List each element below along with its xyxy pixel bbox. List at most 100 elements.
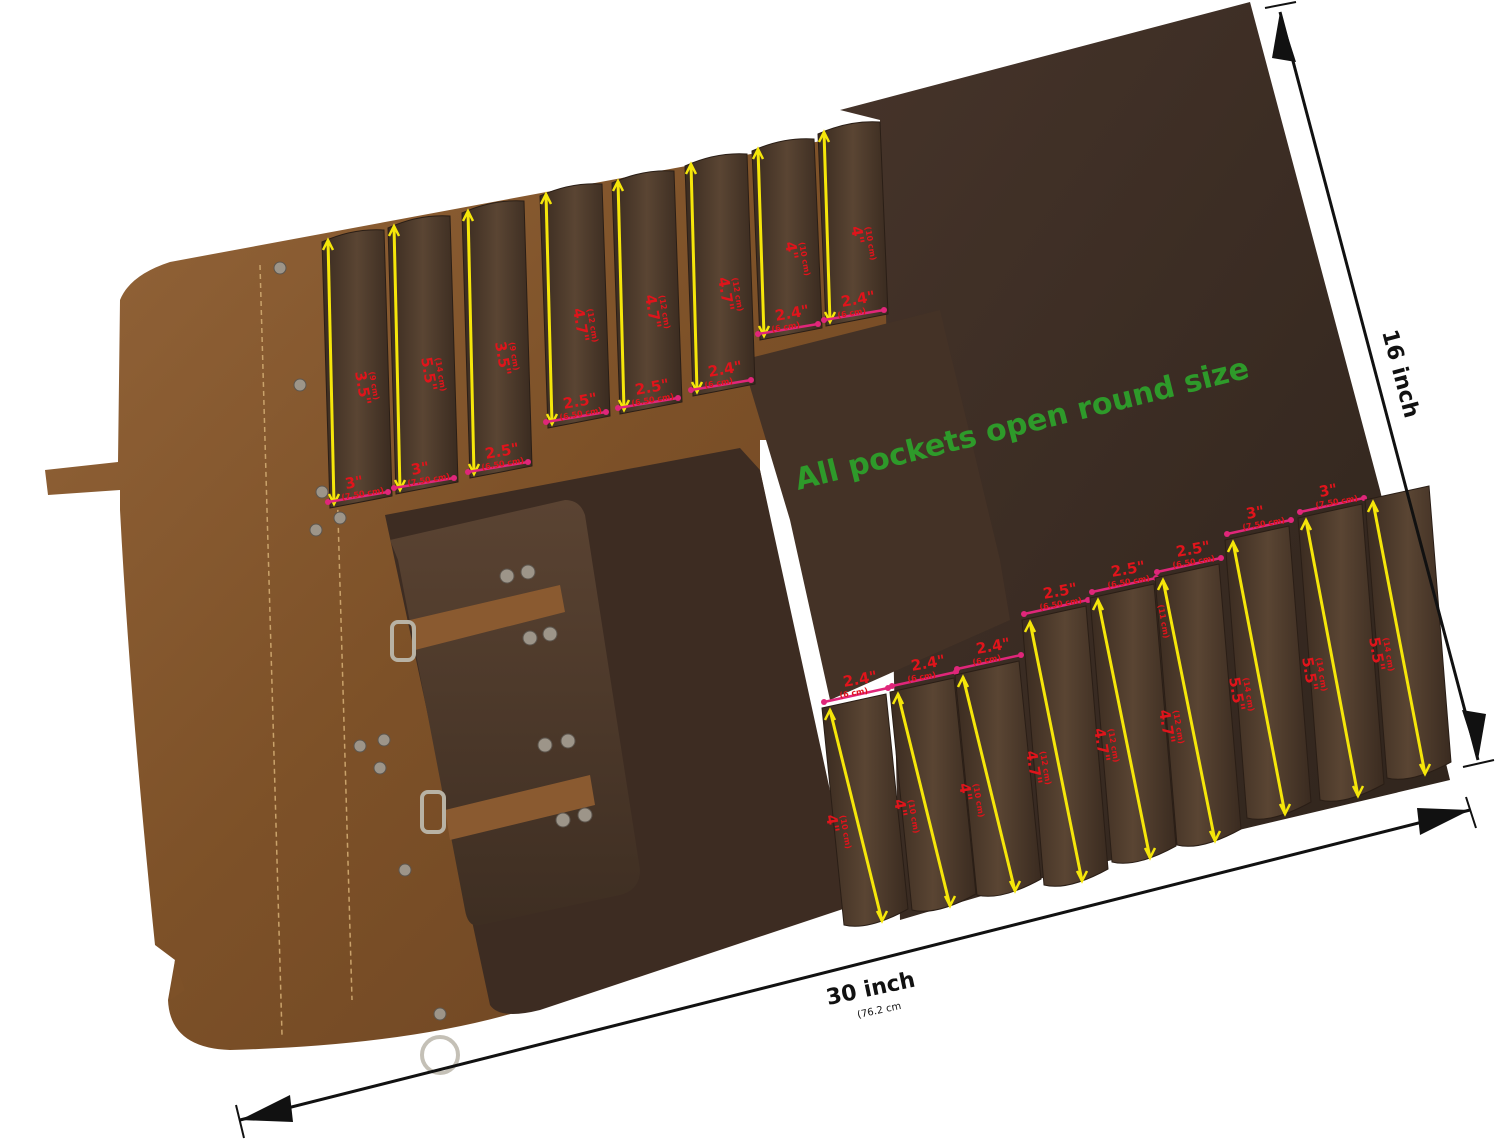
- buckle-bottom: [420, 790, 446, 834]
- top-opening-end: [615, 405, 621, 411]
- top-length-label: 3.5": [491, 340, 515, 377]
- bottom-length-arrow: [1299, 517, 1313, 531]
- bottom-length-arrow: [956, 674, 970, 688]
- top-length-label: 3.5": [351, 370, 375, 407]
- top-opening-end: [465, 469, 471, 475]
- top-length-label: 4.7": [641, 293, 665, 330]
- middle-flap: [742, 310, 1010, 700]
- top-opening-line: [617, 396, 679, 410]
- top-length-arrow: [751, 146, 765, 160]
- bottom-opening-line: [823, 686, 889, 704]
- top-opening-end: [451, 475, 457, 481]
- bottom-opening-end: [1018, 652, 1024, 658]
- top-opening-label: 3": [344, 472, 365, 493]
- bottom-length-line: [828, 709, 884, 922]
- bottom-length-arrow: [1008, 880, 1022, 894]
- bottom-opening-end: [1288, 517, 1294, 523]
- bottom-pocket-row: 4"(10 cm)2.4"(6 cm)4"(10 cm)2.4"(6 cm)4"…: [821, 480, 1452, 927]
- bottom-length-label: 4.7": [1022, 749, 1046, 786]
- bottom-pocket: [1224, 525, 1312, 820]
- strap-tab: [170, 960, 185, 1000]
- bottom-opening-line: [1156, 556, 1222, 574]
- top-opening-label: 2.4": [707, 357, 744, 381]
- top-pocket: [611, 170, 683, 415]
- bottom-length-label: 4": [955, 782, 976, 803]
- top-opening-end: [688, 387, 694, 393]
- top-opening-end: [391, 485, 397, 491]
- top-opening-end: [755, 331, 761, 337]
- bottom-length-arrow: [891, 691, 905, 705]
- bottom-opening-line: [956, 653, 1022, 671]
- top-length-line: [326, 239, 336, 505]
- top-length-arrow: [387, 223, 401, 237]
- bottom-opening-label: 2.5": [1042, 579, 1079, 603]
- bottom-pocket: [1089, 583, 1177, 864]
- bottom-opening-end: [1089, 589, 1095, 595]
- width-label: 30 inch: [824, 968, 917, 1011]
- bottom-opening-label: 2.5": [1110, 557, 1147, 581]
- top-length-arrow: [539, 191, 553, 205]
- bottom-opening-end: [889, 683, 895, 689]
- top-opening-label: 2.5": [634, 375, 671, 399]
- bottom-opening-line: [1091, 576, 1157, 594]
- top-opening-end: [748, 377, 754, 383]
- bottom-length-arrow: [1143, 847, 1157, 861]
- bottom-length-arrow: [1226, 539, 1240, 553]
- bottom-opening-end: [1218, 555, 1224, 561]
- top-length-arrow: [467, 463, 481, 477]
- top-length-arrow: [690, 381, 704, 395]
- buckle-top: [390, 620, 416, 662]
- bottom-length-arrow: [1075, 870, 1089, 884]
- top-length-arrow: [617, 399, 631, 413]
- bottom-pocket: [1364, 485, 1452, 780]
- bottom-opening-label: 3": [1245, 502, 1266, 523]
- bottom-pocket: [1021, 605, 1109, 887]
- top-opening-line: [393, 476, 455, 490]
- top-length-label: 4": [847, 225, 868, 246]
- bottom-length-arrow: [1156, 577, 1170, 591]
- bottom-length-line: [1028, 621, 1084, 882]
- top-opening-label: 2.4": [840, 287, 877, 311]
- bottom-length-arrow: [1278, 803, 1292, 817]
- top-pocket-row: 3.5"(9 cm)3"(7.50 cm)5.5"(14 cm)3"(7.50 …: [321, 121, 889, 509]
- top-opening-label: 2.5": [562, 389, 599, 413]
- bottom-pocket: [1297, 503, 1385, 802]
- top-length-label: 4": [781, 240, 802, 261]
- top-pocket: [684, 153, 756, 397]
- top-length-arrow: [545, 413, 559, 427]
- top-opening-label: 2.5": [484, 439, 521, 463]
- top-opening-line: [690, 378, 752, 392]
- top-length-arrow: [321, 237, 335, 251]
- bottom-opening-end: [1021, 611, 1027, 617]
- bottom-pocket: [954, 660, 1042, 897]
- bottom-length-line: [961, 676, 1017, 892]
- top-opening-end: [385, 489, 391, 495]
- top-length-label: 4.7": [569, 307, 593, 344]
- bottom-length-label: 4": [822, 813, 843, 834]
- top-length-arrow: [817, 129, 831, 143]
- bottom-length-label: 5.5": [1298, 656, 1322, 693]
- top-pocket: [321, 229, 393, 509]
- bottom-opening-label: 2.4": [910, 651, 947, 675]
- rivets: [273, 261, 593, 1021]
- top-opening-end: [815, 321, 821, 327]
- pouch-strap-bottom: [445, 775, 595, 840]
- top-length-label: 5.5": [417, 356, 441, 393]
- bottom-opening-label: 2.4": [842, 667, 879, 691]
- top-pocket: [751, 138, 823, 341]
- pouch-strap-top: [410, 585, 565, 650]
- bottom-length-label: 5.5": [1365, 636, 1389, 673]
- top-opening-end: [325, 499, 331, 505]
- top-opening-end: [821, 317, 827, 323]
- bottom-length-line: [1161, 579, 1217, 842]
- bottom-pocket: [821, 693, 909, 927]
- bottom-opening-end: [954, 666, 960, 672]
- bottom-length-arrow: [943, 895, 957, 909]
- width-sublabel: (76.2 cm: [856, 1001, 902, 1021]
- top-length-line: [689, 163, 699, 393]
- bottom-opening-end: [1085, 597, 1091, 603]
- top-opening-end: [543, 419, 549, 425]
- top-length-arrow: [684, 161, 698, 175]
- bottom-length-label: 5.5": [1225, 676, 1249, 713]
